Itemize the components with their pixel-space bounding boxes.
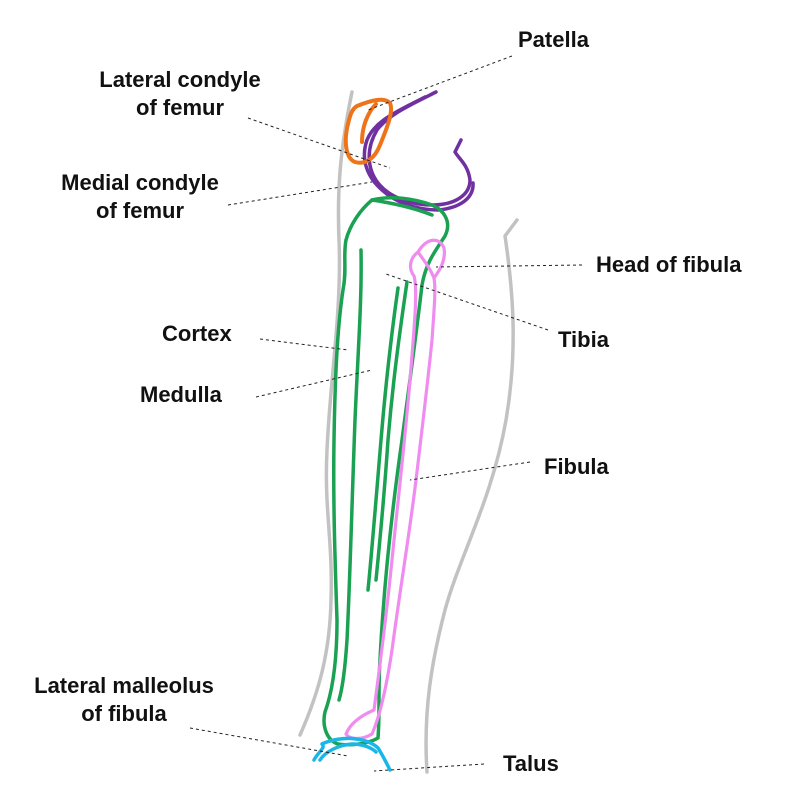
leader-fibula (409, 461, 531, 481)
leader-cortex (259, 338, 349, 351)
leader-talus (373, 763, 485, 772)
fibula-head-detail (416, 250, 436, 280)
femur-medial-condyle-line (362, 95, 475, 212)
label-cortex: Cortex (162, 321, 232, 346)
tibia-medulla-line-3 (374, 280, 409, 582)
label-lateral-malleolus-of-fibula: Lateral malleolus of fibula (34, 673, 214, 726)
tibia-plateau (370, 198, 434, 217)
label-head-of-fibula: Head of fibula (596, 252, 742, 277)
tibia-shape (322, 196, 450, 747)
label-medial-condyle-of-femur: Medial condyle of femur (61, 170, 219, 223)
femur-condyles (362, 90, 475, 212)
leader-patella (367, 55, 513, 111)
label-medulla: Medulla (140, 382, 222, 407)
patella-inner (360, 102, 378, 144)
leg-outline-right (424, 218, 519, 774)
label-patella: Patella (518, 27, 589, 52)
patella-outer (343, 97, 393, 165)
leader-medial-condyle (227, 181, 373, 206)
tibia-medulla-line-1 (337, 248, 363, 702)
leg-outline-left (298, 90, 354, 737)
leader-medulla (255, 369, 373, 398)
leader-tibia (385, 273, 549, 331)
leader-lateral-condyle (247, 117, 391, 169)
femur-lateral-condyle-line (367, 90, 472, 207)
leader-head-of-fibula (435, 264, 583, 268)
fibula-outline (344, 238, 446, 741)
leader-lines (189, 55, 583, 772)
tibia-medulla-line-2 (366, 286, 400, 592)
label-talus: Talus (503, 751, 559, 776)
fibula-shape (344, 238, 446, 741)
patella-shape (343, 97, 393, 165)
label-lateral-condyle-of-femur: Lateral condyle of femur (99, 67, 261, 120)
label-fibula: Fibula (544, 454, 609, 479)
talus-outline (312, 736, 392, 772)
label-tibia: Tibia (558, 327, 609, 352)
leader-lateral-malleolus (189, 727, 349, 757)
talus-shape (312, 736, 392, 772)
talus-inner (318, 742, 378, 762)
